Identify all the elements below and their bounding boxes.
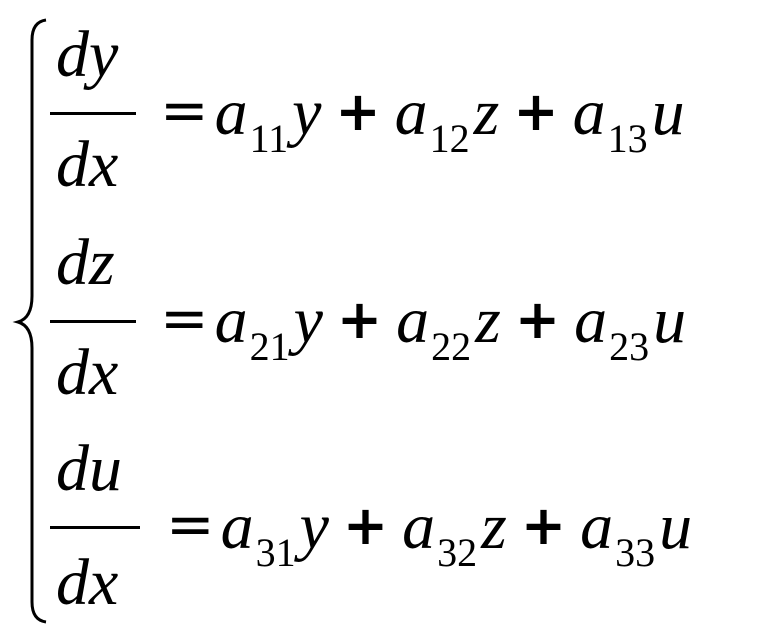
plus-sign: + [514, 288, 561, 351]
coefficient: a [580, 490, 614, 563]
numerator-3: du [56, 432, 122, 505]
variable: z [481, 490, 507, 563]
equals-sign-2: = [160, 284, 209, 352]
variable: y [293, 284, 323, 357]
left-brace [12, 18, 47, 624]
equals-sign-3: = [166, 490, 215, 558]
denominator-1: dx [56, 128, 119, 201]
plus-sign: + [335, 80, 381, 143]
subscript: 23 [609, 324, 650, 369]
variable: u [653, 284, 687, 357]
coefficient: a [396, 284, 430, 357]
subscript: 12 [429, 116, 470, 161]
rhs-3: =a31y+a32z+a33u [166, 494, 692, 573]
coefficient: a [574, 284, 608, 357]
fraction-2: dz dx [50, 208, 142, 408]
subscript: 13 [607, 116, 648, 161]
rhs-1: =a11y+a12z+a13u [160, 80, 685, 159]
fraction-bar-1 [50, 112, 136, 115]
denominator-3: dx [56, 546, 119, 619]
plus-sign: + [520, 494, 567, 557]
plus-sign: + [513, 80, 559, 143]
coefficient: a [572, 76, 606, 149]
coefficient: a [402, 490, 436, 563]
rhs-2: =a21y+a22z+a23u [160, 288, 686, 367]
variable: u [651, 76, 685, 149]
fraction-1: dy dx [50, 0, 142, 200]
numerator-1: dy [56, 18, 119, 91]
subscript: 11 [249, 116, 289, 161]
variable: u [659, 490, 693, 563]
plus-sign: + [342, 494, 389, 557]
fraction-bar-3 [50, 526, 140, 529]
coefficient: a [220, 490, 254, 563]
variable: z [475, 284, 501, 357]
equals-sign-1: = [160, 76, 209, 144]
subscript: 22 [431, 324, 472, 369]
coefficient: a [214, 76, 248, 149]
denominator-2: dx [56, 336, 119, 409]
subscript: 31 [255, 530, 296, 575]
equation-1: dy dx =a11y+a12z+a13u [0, 0, 777, 210]
variable: y [299, 490, 329, 563]
coefficient: a [394, 76, 428, 149]
fraction-3: du dx [50, 414, 142, 619]
subscript: 32 [437, 530, 478, 575]
plus-sign: + [336, 288, 383, 351]
coefficient: a [214, 284, 248, 357]
subscript: 21 [249, 324, 290, 369]
variable: z [473, 76, 500, 149]
equation-2: dz dx =a21y+a22z+a23u [0, 208, 777, 418]
subscript: 33 [615, 530, 656, 575]
equation-3: du dx =a31y+a32z+a33u [0, 414, 777, 624]
fraction-bar-2 [50, 320, 136, 323]
variable: y [292, 76, 322, 149]
numerator-2: dz [56, 226, 115, 299]
